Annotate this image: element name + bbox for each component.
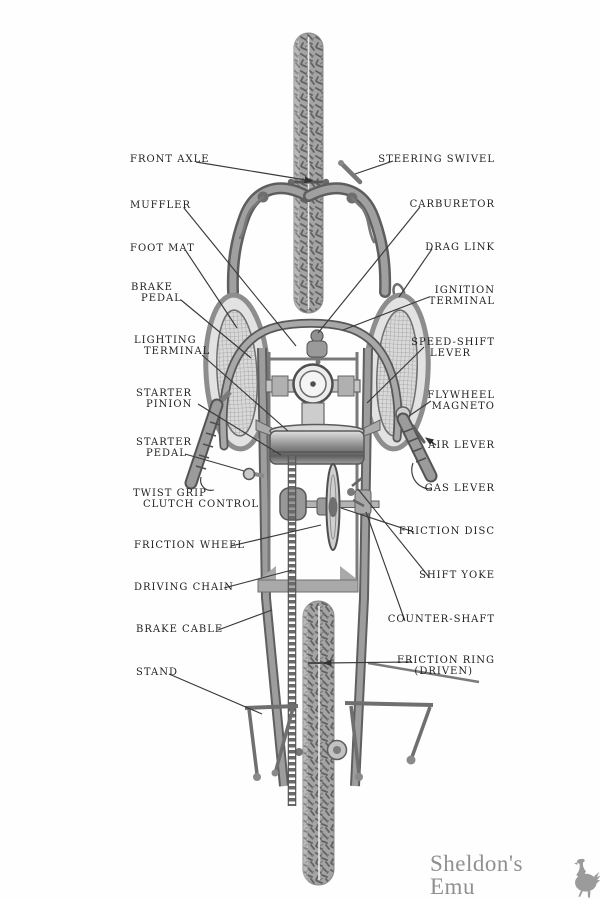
air-lever-part — [411, 424, 426, 444]
engine-assembly — [255, 363, 381, 465]
watermark: Sheldon's Emu — [430, 852, 600, 900]
callout-gas-lever: GAS LEVER — [424, 483, 495, 494]
callout-shift-yoke: SHIFT YOKE — [419, 570, 495, 581]
callout-steering-swivel: STEERING SWIVEL — [378, 154, 495, 165]
friction-disc-part — [316, 463, 341, 551]
callout-driving-chain: DRIVING CHAIN — [134, 582, 234, 593]
callout-muffler: MUFFLER — [130, 200, 192, 211]
callout-front-axle: FRONT AXLE — [130, 154, 210, 165]
callout-brake-cable: BRAKE CABLE — [136, 624, 224, 635]
callout-friction-disc: FRICTION DISC — [398, 526, 495, 537]
watermark-text: Sheldon's Emu — [430, 851, 523, 899]
callout-carburetor: CARBURETOR — [409, 199, 495, 210]
rear-wheel — [295, 600, 348, 886]
clutch-knob — [242, 467, 265, 481]
callout-stand: STAND — [136, 667, 178, 678]
callout-friction-wheel: FRICTION WHEEL — [134, 540, 246, 551]
stand-part — [244, 661, 480, 781]
callout-friction-ring-driven: FRICTION RING(DRIVEN) — [396, 655, 495, 677]
steering-swivel-part — [338, 160, 363, 185]
callout-air-lever: AIR LEVER — [428, 440, 495, 451]
driving-chain-part — [287, 456, 297, 806]
callout-drag-link: DRAG LINK — [425, 242, 495, 253]
emu-icon — [574, 858, 600, 898]
callout-counter-shaft: COUNTER-SHAFT — [387, 614, 495, 625]
callout-foot-mat: FOOT MAT — [130, 243, 195, 254]
